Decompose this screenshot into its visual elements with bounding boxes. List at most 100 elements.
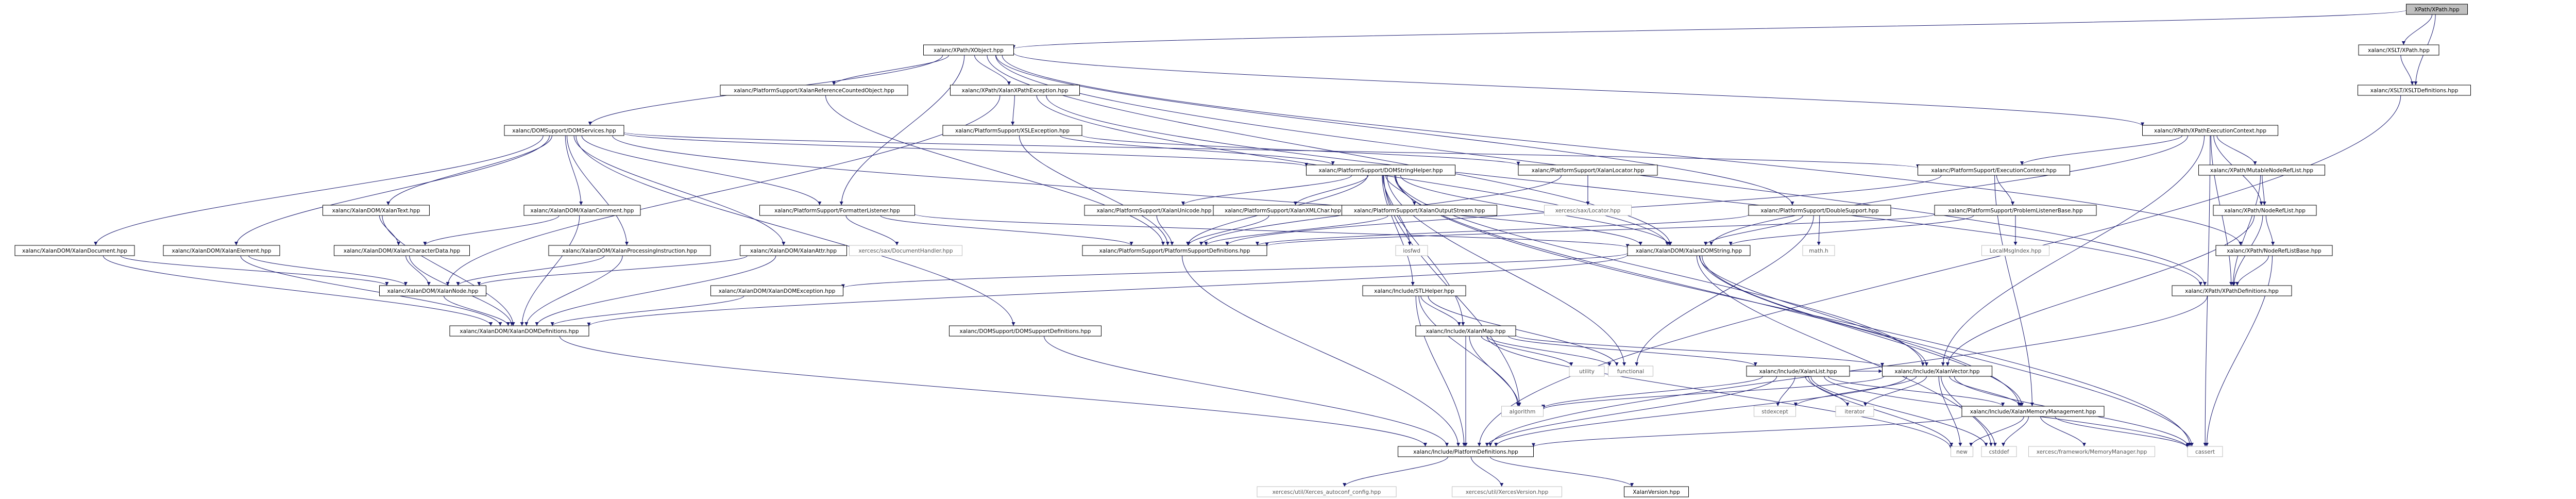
graph-node[interactable]: xalanc/Include/XalanVector.hpp xyxy=(1882,365,1992,377)
node-box xyxy=(379,285,486,296)
dependency-edge xyxy=(1489,456,1634,487)
graph-node[interactable]: xalanc/XPath/XPathDefinitions.hpp xyxy=(2172,285,2292,296)
dependency-edge xyxy=(1486,336,1612,367)
dependency-edge xyxy=(1485,376,1777,447)
graph-node[interactable]: XalanVersion.hpp xyxy=(1624,486,1689,497)
dependency-edge xyxy=(405,255,431,286)
dependency-edge xyxy=(1011,95,1015,126)
graph-node[interactable]: xalanc/Include/PlatformDefinitions.hpp xyxy=(1398,446,1534,457)
dependency-edge xyxy=(825,95,1165,246)
graph-node[interactable]: xalanc/XalanDOM/XalanProcessingInstructi… xyxy=(548,245,711,256)
dependency-edge xyxy=(1395,175,2192,447)
node-box xyxy=(504,125,624,136)
dependency-edge xyxy=(841,253,1628,288)
graph-node[interactable]: xalanc/XPath/XalanXPathException.hpp xyxy=(950,85,1080,96)
graph-node[interactable]: xalanc/Include/XalanMap.hpp xyxy=(1415,325,1516,337)
graph-node[interactable]: xalanc/XPath/NodeRefListBase.hpp xyxy=(2215,245,2333,256)
graph-node[interactable]: xalanc/PlatformSupport/DOMStringHelper.h… xyxy=(1306,164,1455,176)
node-box xyxy=(1362,285,1466,296)
graph-node[interactable]: xalanc/PlatformSupport/XalanOutputStream… xyxy=(1342,205,1497,216)
node-label: xalanc/PlatformSupport/ExecutionContext.… xyxy=(1931,168,2057,174)
node-label: xalanc/PlatformSupport/FormatterListener… xyxy=(774,208,900,214)
node-box xyxy=(759,205,915,216)
graph-node[interactable]: xalanc/PlatformSupport/PlatformSupportDe… xyxy=(1082,245,1267,256)
node-box xyxy=(1835,406,1874,417)
dependency-edge xyxy=(987,55,1672,246)
node-label: xalanc/XalanDOM/XalanDocument.hpp xyxy=(22,248,127,254)
dependency-edge xyxy=(1293,175,1369,206)
graph-node[interactable]: xalanc/PlatformSupport/XalanReferenceCou… xyxy=(720,85,908,96)
dependency-edge xyxy=(2040,416,2086,447)
graph-node[interactable]: xalanc/XSLT/XSLTDefinitions.hpp xyxy=(2358,85,2471,96)
graph-node[interactable]: xalanc/PlatformSupport/XalanUnicode.hpp xyxy=(1084,205,1224,216)
dependency-edge xyxy=(1508,336,1757,367)
dependency-edge xyxy=(103,255,493,326)
dependency-edge xyxy=(612,135,1642,246)
graph-node[interactable]: xalanc/Include/STLHelper.hpp xyxy=(1362,285,1466,296)
node-box xyxy=(849,245,962,256)
graph-node[interactable]: xalanc/DOMSupport/DOMServices.hpp xyxy=(504,125,624,136)
graph-node[interactable]: xalanc/PlatformSupport/XSLException.hpp xyxy=(942,125,1082,136)
node-label: xercesc/framework/MemoryManager.hpp xyxy=(2037,449,2147,455)
dependency-edge xyxy=(1181,255,1460,447)
graph-node[interactable]: xalanc/XalanDOM/XalanDocument.hpp xyxy=(14,245,135,256)
graph-node: iosfwd xyxy=(1395,245,1428,256)
graph-node[interactable]: xalanc/XalanDOM/XalanText.hpp xyxy=(323,205,430,216)
node-box xyxy=(1754,406,1796,417)
node-box xyxy=(449,325,589,337)
node-box xyxy=(1918,164,2070,176)
graph-node[interactable]: xalanc/XPath/XObject.hpp xyxy=(923,44,1014,56)
graph-node[interactable]: xalanc/XalanDOM/XalanElement.hpp xyxy=(163,245,280,256)
graph-node[interactable]: xalanc/PlatformSupport/XalanLocator.hpp xyxy=(1518,164,1658,176)
graph-node[interactable]: xalanc/Include/XalanMemoryManagement.hpp xyxy=(1961,406,2105,417)
node-box xyxy=(2213,205,2317,216)
dependency-edge xyxy=(1699,255,2024,407)
node-box xyxy=(1624,486,1689,497)
graph-node[interactable]: xalanc/XPath/NodeRefList.hpp xyxy=(2213,205,2317,216)
dependency-edge xyxy=(914,213,1630,248)
graph-node[interactable]: xalanc/XalanDOM/XalanDOMString.hpp xyxy=(1627,245,1751,256)
node-label: XalanVersion.hpp xyxy=(1633,489,1680,495)
dependency-edge xyxy=(1395,175,1925,367)
dependency-edge xyxy=(1012,10,2406,49)
graph-node[interactable]: xalanc/PlatformSupport/ProblemListenerBa… xyxy=(1934,205,2097,216)
node-label: xalanc/XPath/XObject.hpp xyxy=(934,47,1004,54)
dependency-edge xyxy=(1386,175,1626,367)
node-box xyxy=(1627,245,1751,256)
graph-node[interactable]: xalanc/XPath/XPathExecutionContext.hpp xyxy=(2142,125,2278,136)
graph-node: xercesc/sax/DocumentHandler.hpp xyxy=(849,245,962,256)
dependency-edge xyxy=(477,255,748,286)
node-label: xercesc/util/XercesVersion.hpp xyxy=(1466,489,1549,495)
dependency-edge xyxy=(2231,175,2261,286)
graph-node[interactable]: xalanc/XalanDOM/XalanDOMException.hpp xyxy=(710,285,843,296)
graph-node[interactable]: xalanc/PlatformSupport/DoubleSupport.hpp xyxy=(1748,205,1891,216)
dependency-edge xyxy=(1532,416,1962,447)
node-box xyxy=(1934,205,2097,216)
graph-node[interactable]: xalanc/PlatformSupport/XalanXMLChar.hpp xyxy=(1213,205,1353,216)
dependency-edge xyxy=(2265,215,2275,246)
graph-node[interactable]: xalanc/Include/XalanList.hpp xyxy=(1746,365,1850,377)
dependency-edge xyxy=(423,215,560,246)
graph-node[interactable]: xalanc/XalanDOM/XalanComment.hpp xyxy=(523,205,641,216)
dependency-edge xyxy=(1515,335,1884,367)
graph-node[interactable]: xalanc/XalanDOM/XalanCharacterData.hpp xyxy=(334,245,470,256)
dependency-edge xyxy=(581,135,822,206)
node-label: xalanc/PlatformSupport/XalanXMLChar.hpp xyxy=(1225,208,1341,214)
graph-node[interactable]: xalanc/PlatformSupport/FormatterListener… xyxy=(759,205,915,216)
dependency-edge xyxy=(575,135,1015,326)
dependency-edge xyxy=(1728,215,1974,246)
graph-node[interactable]: xalanc/XSLT/XPath.hpp xyxy=(2358,44,2439,56)
node-box xyxy=(523,205,641,216)
graph-node[interactable]: xalanc/XalanDOM/XalanDOMDefinitions.hpp xyxy=(449,325,589,337)
node-box xyxy=(1746,365,1850,377)
graph-node: xercesc/util/XercesVersion.hpp xyxy=(1452,486,1562,497)
graph-node[interactable]: xalanc/XalanDOM/XalanAttr.hpp xyxy=(740,245,847,256)
graph-node[interactable]: xalanc/DOMSupport/DOMSupportDefinitions.… xyxy=(949,325,1101,337)
graph-node[interactable]: xalanc/PlatformSupport/ExecutionContext.… xyxy=(1918,164,2070,176)
node-label: xalanc/PlatformSupport/XalanLocator.hpp xyxy=(1532,168,1645,174)
node-box xyxy=(1981,245,2049,256)
graph-node[interactable]: XPath/XPath.hpp xyxy=(2406,4,2468,15)
dependency-edge xyxy=(880,215,1133,246)
graph-node[interactable]: xalanc/XalanDOM/XalanNode.hpp xyxy=(379,285,486,296)
graph-node[interactable]: xalanc/XPath/MutableNodeRefList.hpp xyxy=(2198,164,2325,176)
